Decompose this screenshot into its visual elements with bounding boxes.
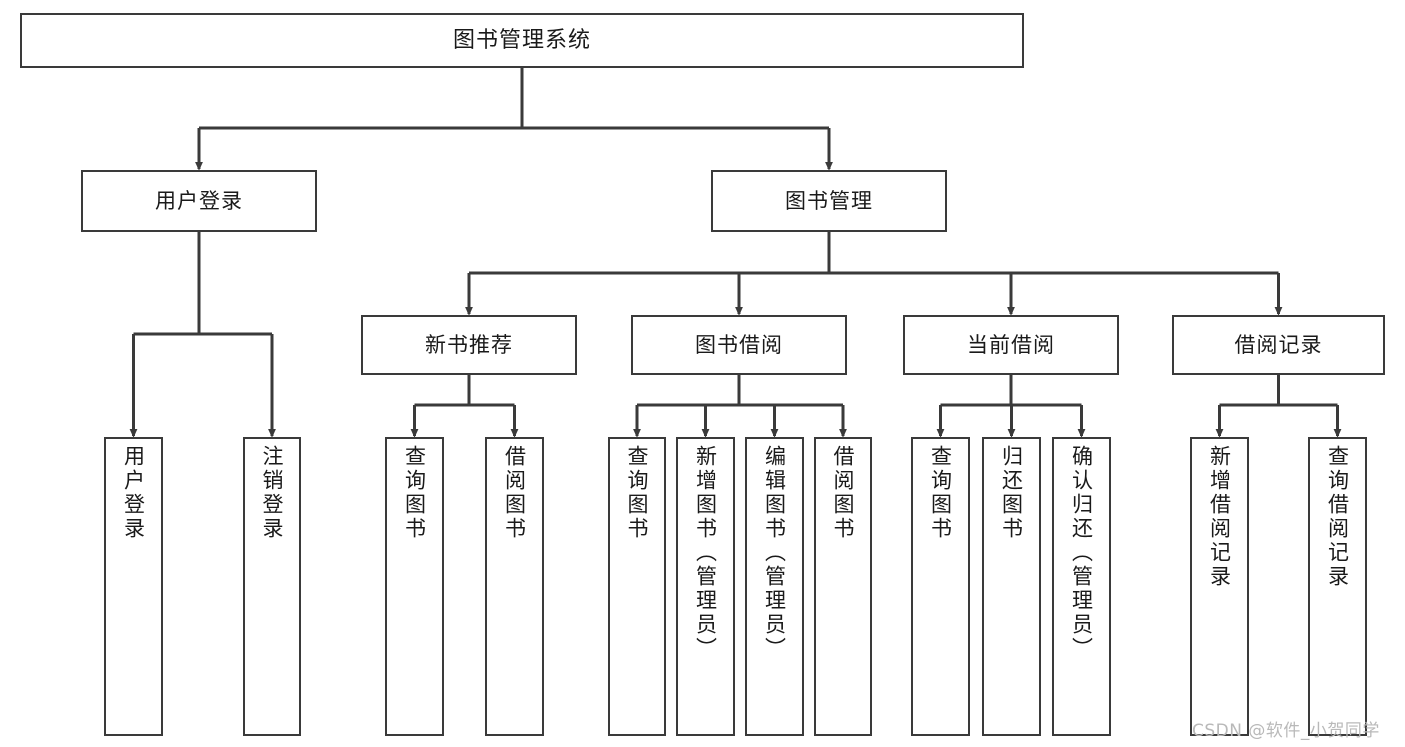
node-label: 借阅图书	[502, 445, 527, 541]
node-l3b1[interactable]: 查询图书	[385, 437, 444, 736]
node-l2b[interactable]: 图书借阅	[631, 315, 847, 375]
node-label: 用户登录	[155, 188, 243, 213]
node-l3e1[interactable]: 新增借阅记录	[1190, 437, 1249, 736]
node-label: 新增图书（管理员）	[693, 445, 718, 661]
node-l3c2[interactable]: 新增图书（管理员）	[676, 437, 735, 736]
node-label: 借阅图书	[831, 445, 856, 541]
node-label: 确认归还（管理员）	[1069, 445, 1094, 661]
node-l2c[interactable]: 当前借阅	[903, 315, 1119, 375]
node-root[interactable]: 图书管理系统	[20, 13, 1024, 68]
node-l3d1[interactable]: 查询图书	[911, 437, 970, 736]
node-l3d3[interactable]: 确认归还（管理员）	[1052, 437, 1111, 736]
node-label: 查询图书	[402, 445, 427, 541]
node-l3a2[interactable]: 注销登录	[243, 437, 301, 736]
node-l3c1[interactable]: 查询图书	[608, 437, 666, 736]
node-label: 图书借阅	[695, 332, 783, 357]
node-l3c4[interactable]: 借阅图书	[814, 437, 872, 736]
node-label: 借阅记录	[1234, 332, 1323, 357]
node-label: 归还图书	[999, 445, 1024, 541]
node-label: 注销登录	[260, 445, 285, 541]
node-label: 新书推荐	[425, 332, 513, 357]
node-l3b2[interactable]: 借阅图书	[485, 437, 544, 736]
node-l3d2[interactable]: 归还图书	[982, 437, 1041, 736]
node-label: 查询图书	[625, 445, 650, 541]
node-l2a[interactable]: 新书推荐	[361, 315, 577, 375]
node-l3e2[interactable]: 查询借阅记录	[1308, 437, 1367, 736]
node-label: 当前借阅	[967, 332, 1055, 357]
node-l3a1[interactable]: 用户登录	[104, 437, 163, 736]
node-l2d[interactable]: 借阅记录	[1172, 315, 1385, 375]
node-label: 新增借阅记录	[1207, 445, 1232, 589]
node-l3c3[interactable]: 编辑图书（管理员）	[745, 437, 804, 736]
node-label: 图书管理	[785, 188, 873, 213]
node-l1b[interactable]: 图书管理	[711, 170, 947, 232]
node-label: 编辑图书（管理员）	[762, 445, 787, 661]
node-label: 查询借阅记录	[1325, 445, 1350, 589]
node-label: 图书管理系统	[452, 27, 591, 53]
node-label: 用户登录	[121, 445, 146, 541]
csdn-watermark: CSDN @软件_小贺同学	[1192, 721, 1380, 741]
node-label: 查询图书	[928, 445, 953, 541]
node-l1a[interactable]: 用户登录	[81, 170, 317, 232]
